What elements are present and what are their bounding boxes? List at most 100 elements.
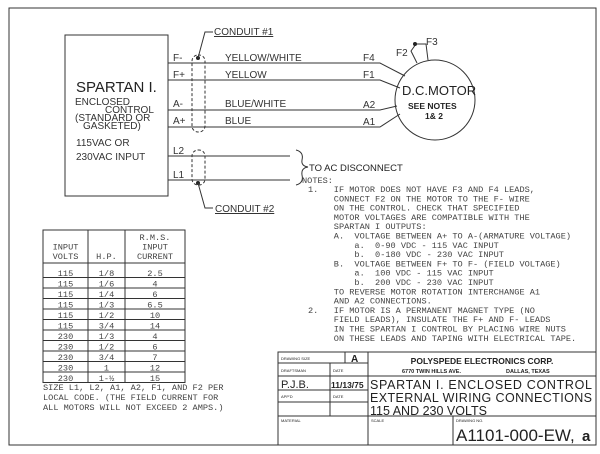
ac-disconnect-label: TO AC DISCONNECT: [309, 163, 403, 174]
table-cell: 6.5: [147, 301, 162, 311]
table-header: H.P.: [96, 252, 117, 262]
control-line: 115VAC OR: [76, 138, 130, 149]
table-cell: 1/2: [99, 311, 114, 321]
table-cell: 230: [58, 353, 73, 363]
note-line: IN THE SPARTAN I CONTROL BY PLACING WIRE…: [308, 325, 566, 335]
wire-color-label: YELLOW/WHITE: [225, 53, 302, 64]
motor-lead-label: A1: [363, 117, 376, 128]
table-cell: 230: [58, 343, 73, 353]
table-header: INPUT: [53, 243, 79, 253]
note-line: TO REVERSE MOTOR ROTATION INTERCHANGE A1: [308, 287, 540, 297]
revision: a: [582, 428, 591, 445]
control-line: GASKETED): [83, 121, 141, 132]
motor-lead-label: F4: [363, 53, 375, 64]
table-cell: 1/6: [99, 280, 114, 290]
note-line: b. 0-180 VDC - 230 VAC INPUT: [308, 250, 504, 260]
motor-lead-label: F2: [396, 48, 408, 59]
conduit-1-label: CONDUIT #1: [214, 27, 274, 38]
table-cell: 1: [104, 364, 109, 374]
drawing-size-label: DRAWING SIZE: [281, 356, 311, 361]
table-cell: 10: [150, 311, 160, 321]
appd-label: APP'D: [281, 394, 293, 399]
table-cell: 7: [152, 353, 157, 363]
control-line: (STANDARD OR: [75, 113, 150, 124]
table-cell: 115: [58, 311, 73, 321]
company-address: 6770 TWIN HILLS AVE.: [402, 369, 461, 375]
note-line: ON THESE LEADS AND TAPING WITH ELECTRICA…: [308, 334, 576, 344]
note-line: CONNECT F2 ON THE MOTOR TO THE F- WIRE: [308, 194, 530, 204]
scale-label: SCALE: [371, 418, 384, 423]
drawing-no: A1101-000-EW,: [456, 426, 575, 445]
note-line: b. 200 VDC - 230 VAC INPUT: [308, 278, 494, 288]
table-cell: 1/3: [99, 332, 114, 342]
notes: 1. IF MOTOR DOES NOT HAVE F3 AND F4 LEAD…: [308, 185, 576, 344]
note-line: A. VOLTAGE BETWEEN A+ TO A-(ARMATURE VOL…: [308, 232, 571, 242]
note-line: a. 0-90 VDC - 115 VAC INPUT: [308, 241, 499, 251]
control-line: CONTROL: [105, 105, 154, 116]
title-block: DRAWING SIZE A DRAFTSMAN DATE P.J.B. 11/…: [277, 351, 597, 446]
table-header: VOLTS: [53, 252, 79, 262]
table-cell: 4: [152, 280, 157, 290]
note-line: B. VOLTAGE BETWEEN F+ TO F- (FIELD VOLTA…: [308, 259, 561, 269]
note-line: ON THE CONTROL. CHECK THAT SPECIFIED: [308, 204, 519, 214]
wire-color-label: YELLOW: [225, 70, 267, 81]
control-box: SPARTAN I. ENCLOSED CONTROL (STANDARD OR…: [64, 34, 169, 197]
brace: [295, 149, 309, 186]
drawing-title-line: EXTERNAL WIRING CONNECTIONS: [370, 391, 592, 405]
table-cell: 230: [58, 374, 73, 384]
note-line: MOTOR VOLTAGES ARE COMPATIBLE WITH THE: [308, 213, 530, 223]
note-line: AND A2 CONNECTIONS.: [308, 297, 432, 307]
motor-lead-label: F3: [426, 37, 438, 48]
wire-color-label: BLUE: [225, 116, 251, 127]
table-cell: 6: [152, 343, 157, 353]
motor-notes-ref: SEE NOTES: [408, 101, 457, 111]
note-line: SPARTAN I OUTPUTS:: [308, 222, 427, 232]
size-note-line: ALL MOTORS WILL NOT EXCEED 2 AMPS.): [43, 403, 224, 413]
note-line: a. 100 VDC - 115 VAC INPUT: [308, 269, 494, 279]
appd-date-label: DATE: [333, 394, 344, 399]
conduit-2: CONDUIT #2: [191, 149, 275, 215]
wires: [168, 62, 406, 181]
motor-title: D.C.MOTOR: [402, 83, 476, 98]
notes-heading: NOTES:: [302, 176, 333, 186]
terminal-label: A-: [173, 99, 183, 110]
table-cell: 14: [150, 322, 160, 332]
motor-notes-ref: 1& 2: [425, 111, 443, 121]
table-header: CURRENT: [137, 252, 173, 262]
table-cell: 115: [58, 290, 73, 300]
table-cell: 230: [58, 364, 73, 374]
note-line: 2. IF MOTOR IS A PERMANENT MAGNET TYPE (…: [308, 306, 535, 316]
table-cell: 3/4: [99, 322, 114, 332]
date: 11/13/75: [331, 380, 364, 390]
note-line: 1. IF MOTOR DOES NOT HAVE F3 AND F4 LEAD…: [308, 185, 535, 195]
conduit-2-label: CONDUIT #2: [215, 204, 275, 215]
table-cell: 3/4: [99, 353, 114, 363]
table-cell: 115: [58, 322, 73, 332]
table-cell: 15: [150, 374, 160, 384]
table-cell: 1-½: [99, 374, 115, 384]
terminal-label: F-: [173, 53, 182, 64]
table-cell: 4: [152, 332, 157, 342]
table-cell: 2.5: [147, 269, 162, 279]
terminal-label: A+: [173, 116, 186, 127]
control-line: 230VAC INPUT: [76, 152, 145, 163]
size-note-line: SIZE L1, L2, A1, A2, F1, AND F2 PER: [43, 383, 224, 393]
drawing-no-label: DRAWING NO.: [456, 418, 483, 423]
draftsman-label: DRAFTSMAN: [281, 368, 306, 373]
date-label: DATE: [333, 368, 344, 373]
table-cell: 115: [58, 301, 73, 311]
dc-motor: D.C.MOTOR SEE NOTES 1& 2: [394, 42, 476, 141]
table-cell: 115: [58, 269, 73, 279]
motor-lead-label: F1: [363, 70, 375, 81]
table-header: INPUT: [142, 243, 168, 253]
table-cell: 1/2: [99, 343, 114, 353]
terminal-label: L2: [173, 146, 185, 157]
motor-lead-label: A2: [363, 100, 376, 111]
table-cell: 1/8: [99, 269, 114, 279]
table-header: R.M.S.: [140, 233, 171, 243]
table-cell: 1/4: [99, 290, 114, 300]
conduit-1: CONDUIT #1: [191, 27, 274, 133]
table-cell: 6: [152, 290, 157, 300]
